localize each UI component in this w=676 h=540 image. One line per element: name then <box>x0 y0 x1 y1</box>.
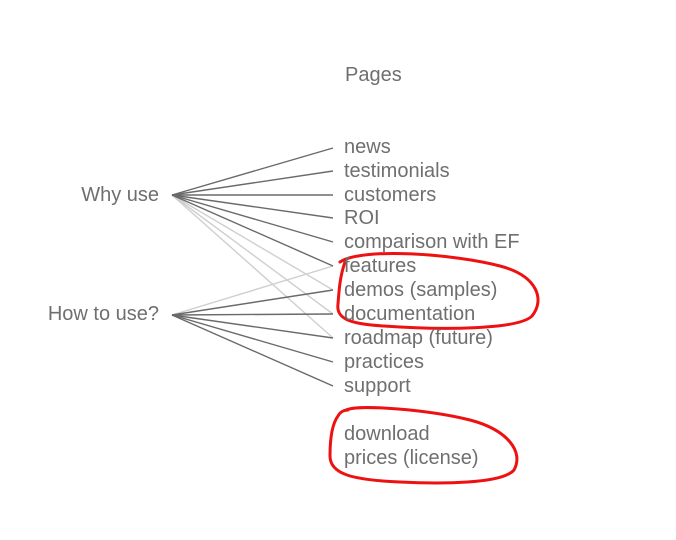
column-title: Pages <box>345 64 402 86</box>
link-why-demos <box>171 194 334 291</box>
link-how-roadmap <box>171 314 334 339</box>
page-item-demos: demos (samples) <box>344 279 498 301</box>
page-item-roadmap: roadmap (future) <box>344 327 493 349</box>
page-item-comparison: comparison with EF <box>344 231 520 253</box>
page-item-testimonials: testimonials <box>344 160 450 182</box>
page-item-download: download <box>344 423 430 445</box>
link-why-documentation <box>171 194 334 315</box>
page-item-roi: ROI <box>344 207 380 229</box>
group-label-how-to-use: How to use? <box>47 303 159 325</box>
highlight-circle-features <box>336 251 540 330</box>
page-item-support: support <box>344 375 411 397</box>
page-item-customers: customers <box>344 184 437 206</box>
highlight-circle-download <box>328 406 519 485</box>
link-how-documentation <box>171 313 334 316</box>
page-item-news: news <box>344 136 391 158</box>
page-item-documentation: documentation <box>344 303 476 325</box>
page-item-practices: practices <box>344 351 425 373</box>
link-how-demos <box>171 289 334 316</box>
edge-group <box>171 147 334 387</box>
link-why-features <box>171 194 334 267</box>
link-how-practices <box>171 314 334 363</box>
link-why-comparison <box>171 194 334 243</box>
page-item-prices: prices (license) <box>344 447 479 469</box>
link-why-testimonials <box>171 170 334 196</box>
group-label-why-use: Why use <box>81 184 159 206</box>
link-why-news <box>171 147 334 196</box>
page-item-features: features <box>344 255 417 277</box>
link-how-features <box>171 265 334 316</box>
link-how-support <box>171 314 334 387</box>
link-why-roi <box>171 194 334 219</box>
link-why-roadmap <box>171 194 334 339</box>
